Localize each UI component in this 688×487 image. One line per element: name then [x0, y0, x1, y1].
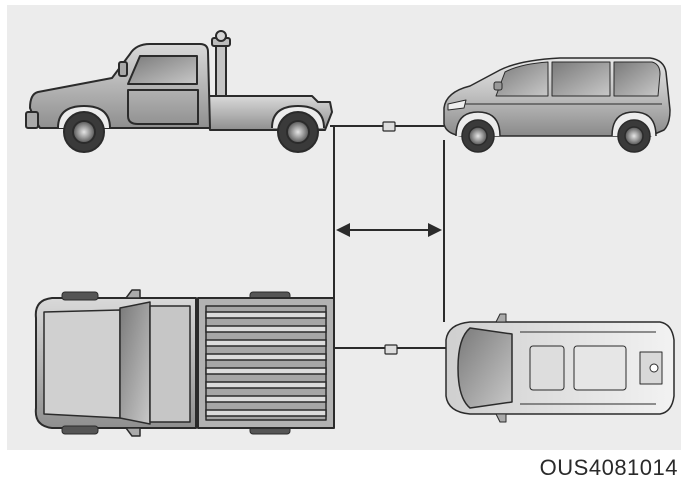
tow-truck-side-icon	[25, 30, 333, 153]
tow-truck-top-icon	[34, 289, 335, 437]
minivan-top-icon	[445, 313, 675, 423]
figure-code: OUS4081014	[539, 455, 678, 480]
tow-connection-lines	[330, 125, 446, 349]
truck-bed-slats	[205, 311, 327, 417]
hook-icon	[382, 121, 398, 355]
minivan-side-icon	[443, 57, 671, 153]
double-arrow-icon	[336, 223, 442, 237]
